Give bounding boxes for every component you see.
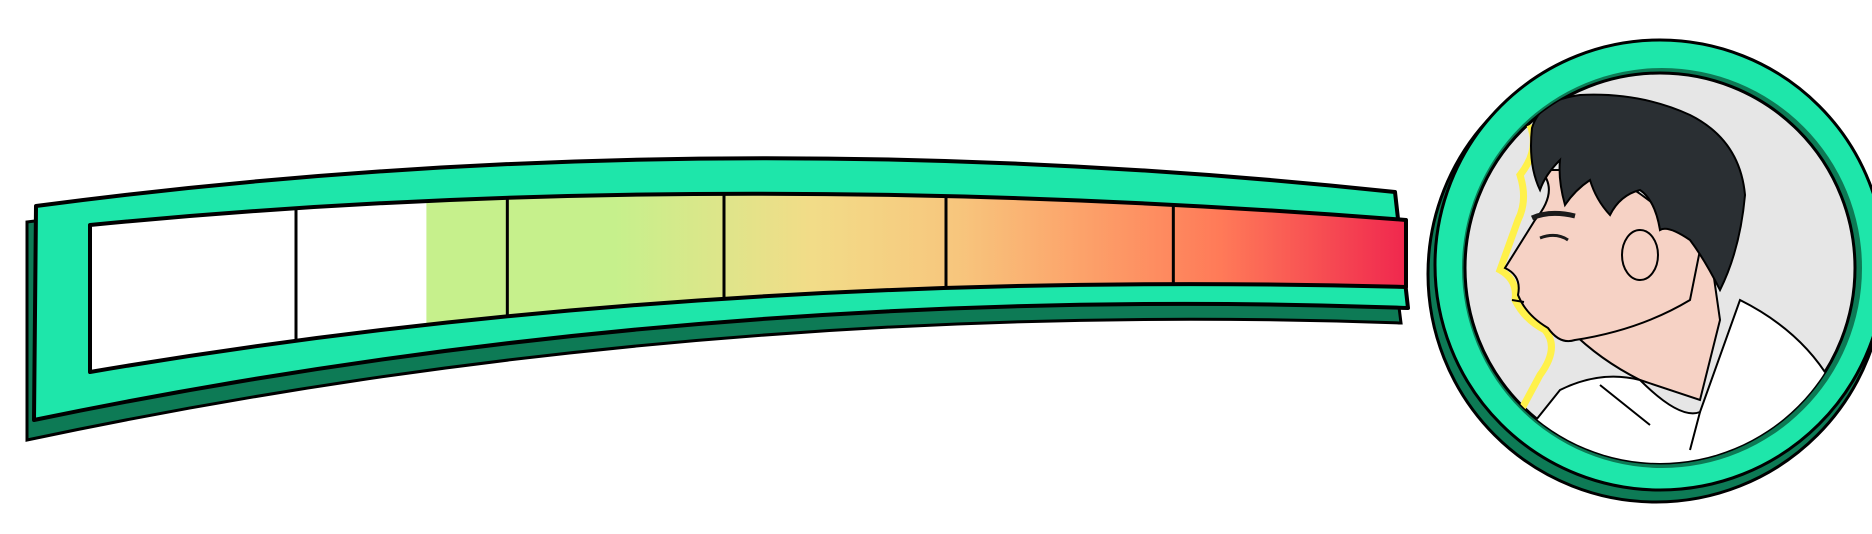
portrait-ear — [1621, 229, 1659, 281]
portrait-shirt — [1497, 298, 1831, 463]
portrait-brow — [1530, 210, 1576, 221]
portrait-collar-line — [1599, 384, 1701, 451]
portrait-eye — [1539, 233, 1569, 242]
portrait-hair — [1530, 93, 1747, 293]
meter-filled-area — [90, 200, 427, 372]
character-portrait-icon — [1495, 93, 1831, 463]
portrait-mouth — [1511, 299, 1525, 303]
meter-track — [88, 191, 1408, 374]
meter-segment-dividers — [294, 193, 1175, 341]
portrait-glow — [1495, 123, 1555, 442]
